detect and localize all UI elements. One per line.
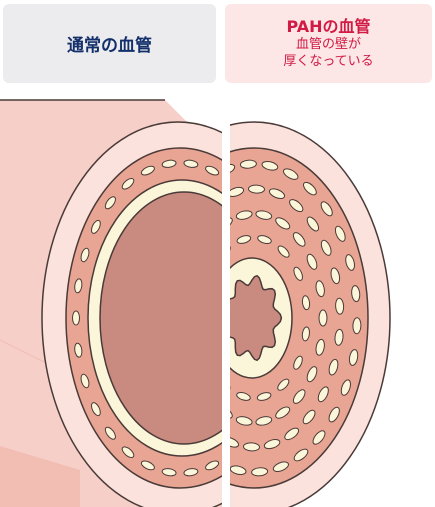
smooth-muscle-cell xyxy=(282,168,299,180)
smooth-muscle-cell xyxy=(335,297,345,315)
smooth-muscle-cell xyxy=(140,460,155,471)
smooth-muscle-cell xyxy=(277,245,290,258)
smooth-muscle-cell xyxy=(317,386,329,403)
smooth-muscle-cell xyxy=(334,225,346,242)
normal-media-cells xyxy=(72,159,220,477)
smooth-muscle-cell xyxy=(205,165,220,176)
smooth-muscle-cell xyxy=(255,210,273,220)
smooth-muscle-cell xyxy=(121,446,135,458)
smooth-muscle-cell xyxy=(345,254,355,271)
smooth-muscle-cell xyxy=(230,186,245,197)
smooth-muscle-cell xyxy=(328,406,340,423)
smooth-muscle-cell xyxy=(183,159,199,168)
normal-vessel-label: 通常の血管 xyxy=(3,4,216,83)
pah-narrowed-lumen xyxy=(230,274,283,362)
smooth-muscle-cell xyxy=(275,217,291,230)
smooth-muscle-cell xyxy=(284,427,300,441)
smooth-muscle-cell xyxy=(80,373,90,389)
smooth-muscle-cell xyxy=(230,436,240,448)
smooth-muscle-cell xyxy=(243,442,260,452)
smooth-muscle-cell xyxy=(312,430,326,445)
smooth-muscle-cell xyxy=(236,391,251,401)
smooth-muscle-cell xyxy=(235,416,253,426)
smooth-muscle-cell xyxy=(293,448,309,462)
smooth-muscle-cell xyxy=(328,358,339,376)
smooth-muscle-cell xyxy=(74,278,83,294)
smooth-muscle-cell xyxy=(334,328,344,346)
pah-vessel-illustration xyxy=(230,121,391,507)
smooth-muscle-cell xyxy=(74,342,83,358)
smooth-muscle-cell xyxy=(161,159,177,168)
smooth-muscle-cell xyxy=(80,247,90,263)
smooth-muscle-cell xyxy=(315,338,325,356)
smooth-muscle-cell xyxy=(104,196,116,210)
smooth-muscle-cell xyxy=(255,416,273,426)
split-divider xyxy=(222,90,230,507)
smooth-muscle-cell xyxy=(183,468,199,477)
smooth-muscle-cell xyxy=(306,216,320,232)
smooth-muscle-cell xyxy=(235,210,253,220)
smooth-muscle-cell xyxy=(230,164,236,175)
pah-vessel-subtitle-line2: 厚くなっている xyxy=(283,54,374,69)
smooth-muscle-cell xyxy=(256,392,272,401)
smooth-muscle-cell xyxy=(230,406,233,419)
smooth-muscle-cell xyxy=(239,159,257,169)
normal-vessel-illustration xyxy=(0,99,222,507)
pah-vessel-title: PAHの血管 xyxy=(286,17,371,36)
smooth-muscle-cell xyxy=(352,317,362,335)
pah-vessel-label: PAHの血管 血管の壁が 厚くなっている xyxy=(225,4,432,83)
smooth-muscle-cell xyxy=(91,219,101,234)
smooth-muscle-cell xyxy=(293,355,303,370)
smooth-muscle-cell xyxy=(275,406,291,419)
smooth-muscle-cell xyxy=(251,467,269,477)
smooth-muscle-cell xyxy=(330,267,341,285)
smooth-muscle-cell xyxy=(104,426,116,440)
smooth-muscle-cell xyxy=(248,184,265,194)
smooth-muscle-cell xyxy=(320,239,332,256)
smooth-muscle-cell xyxy=(268,188,286,200)
smooth-muscle-cell xyxy=(236,235,252,244)
smooth-muscle-cell xyxy=(301,295,311,311)
smooth-muscle-cell xyxy=(140,165,155,176)
normal-lumen xyxy=(99,191,222,445)
smooth-muscle-cell xyxy=(121,178,135,190)
normal-vessel-title: 通常の血管 xyxy=(67,36,152,56)
smooth-muscle-cell xyxy=(161,468,177,477)
smooth-muscle-cell xyxy=(306,366,318,383)
smooth-muscle-cell xyxy=(340,379,351,396)
smooth-muscle-cell xyxy=(289,199,304,213)
pah-vessel-subtitle-line1: 血管の壁が xyxy=(295,37,361,52)
smooth-muscle-cell xyxy=(230,465,247,475)
pah-media xyxy=(230,147,369,489)
smooth-muscle-cell xyxy=(315,280,325,298)
smooth-muscle-cell xyxy=(318,309,328,327)
smooth-muscle-cell xyxy=(277,378,290,391)
smooth-muscle-cell xyxy=(263,439,281,450)
smooth-muscle-cell xyxy=(91,402,101,417)
smooth-muscle-cell xyxy=(348,349,359,366)
pah-media-cells xyxy=(230,159,362,477)
smooth-muscle-cell xyxy=(205,460,220,471)
smooth-muscle-cell xyxy=(293,266,303,281)
smooth-muscle-cell xyxy=(320,201,333,217)
smooth-muscle-cell xyxy=(261,161,279,171)
smooth-muscle-cell xyxy=(257,235,272,245)
smooth-muscle-cell xyxy=(230,217,233,230)
smooth-muscle-cell xyxy=(272,461,289,472)
smooth-muscle-cell xyxy=(292,232,306,247)
smooth-muscle-cell xyxy=(351,285,361,303)
smooth-muscle-cell xyxy=(306,253,318,270)
smooth-muscle-cell xyxy=(302,409,316,425)
smooth-muscle-cell xyxy=(301,326,310,342)
smooth-muscle-cell xyxy=(72,310,80,326)
smooth-muscle-cell xyxy=(292,389,306,404)
smooth-muscle-cell xyxy=(303,181,317,196)
